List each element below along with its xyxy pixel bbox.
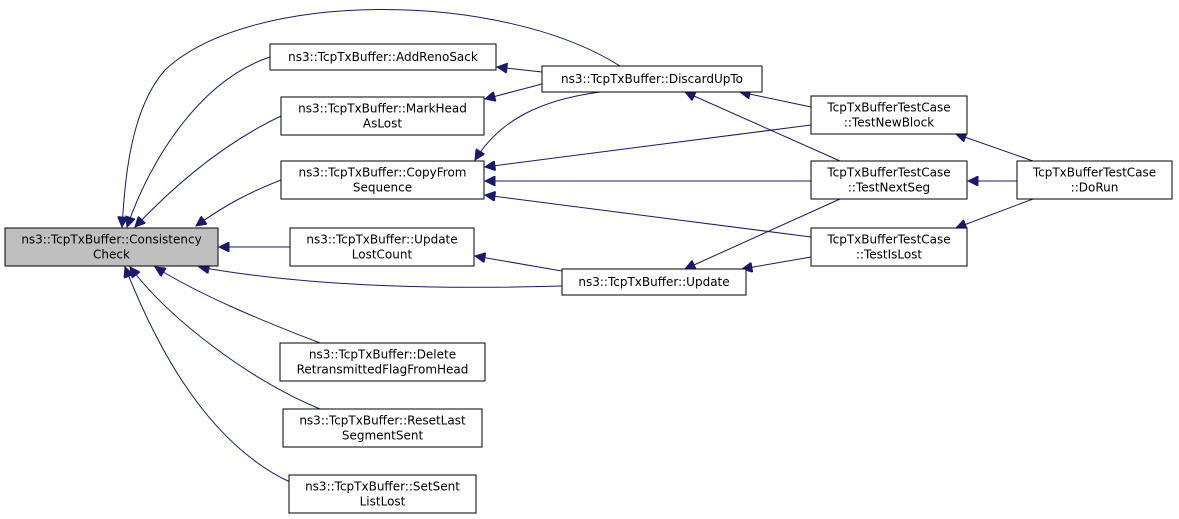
node-label-reset-last-segment-sent-line-0: ns3::TcpTxBuffer::ResetLast — [299, 414, 466, 428]
edge-test-next-seg-to-update — [685, 198, 841, 269]
node-box-consistency-check — [4, 227, 219, 267]
node-box-update — [561, 268, 747, 296]
node-label-test-new-block-line-1: ::TestNewBlock — [844, 116, 934, 130]
edge-test-next-seg-to-discard-up-to — [685, 92, 841, 162]
node-label-test-next-seg-line-0: TcpTxBufferTestCase — [826, 166, 950, 180]
node-test-new-block[interactable]: TcpTxBufferTestCase::TestNewBlock — [810, 95, 968, 135]
node-box-reset-last-segment-sent — [282, 408, 483, 448]
node-box-discard-up-to — [541, 65, 763, 93]
node-label-delete-retransmitted-flag-line-0: ns3::TcpTxBuffer::Delete — [309, 348, 456, 362]
node-discard-up-to[interactable]: ns3::TcpTxBuffer::DiscardUpTo — [541, 65, 763, 93]
edge-set-sent-list-lost-to-consistency-check — [125, 267, 291, 483]
node-box-set-sent-list-lost — [288, 474, 477, 514]
node-label-do-run-line-1: ::DoRun — [1071, 181, 1119, 195]
node-label-consistency-check-line-0: ns3::TcpTxBuffer::Consistency — [21, 233, 201, 247]
node-label-do-run-line-0: TcpTxBufferTestCase — [1032, 166, 1156, 180]
edge-test-new-block-to-discard-up-to — [740, 92, 812, 108]
node-label-update-lost-count-line-1: LostCount — [352, 248, 413, 262]
node-box-test-next-seg — [810, 160, 968, 200]
node-label-set-sent-list-lost-line-1: ListLost — [360, 495, 406, 509]
edge-update-to-update-lost-count — [475, 256, 563, 272]
node-label-set-sent-list-lost-line-0: ns3::TcpTxBuffer::SetSent — [305, 480, 460, 494]
node-label-delete-retransmitted-flag-line-1: RetransmittedFlagFromHead — [297, 363, 469, 377]
node-label-mark-head-as-lost-line-1: AsLost — [363, 117, 403, 131]
edge-do-run-to-test-new-block — [956, 134, 1034, 162]
edge-test-new-block-to-copy-from-sequence — [485, 124, 812, 167]
node-add-reno-sack[interactable]: ns3::TcpTxBuffer::AddRenoSack — [269, 43, 497, 71]
node-label-copy-from-sequence-line-1: Sequence — [353, 181, 412, 195]
node-label-test-is-lost-line-0: TcpTxBufferTestCase — [826, 233, 950, 247]
edge-discard-up-to-to-mark-head-as-lost — [485, 83, 543, 99]
edge-discard-up-to-to-add-reno-sack — [497, 67, 543, 72]
edge-copy-from-sequence-to-consistency-check — [196, 179, 282, 226]
node-box-do-run — [1016, 160, 1173, 200]
edge-delete-retransmitted-flag-to-consistency-check — [155, 267, 321, 344]
node-label-update-line-0: ns3::TcpTxBuffer::Update — [578, 275, 729, 289]
node-box-test-is-lost — [810, 227, 968, 267]
node-label-test-next-seg-line-1: ::TestNextSeg — [848, 181, 930, 195]
edge-do-run-to-test-is-lost — [956, 198, 1034, 228]
node-label-mark-head-as-lost-line-0: ns3::TcpTxBuffer::MarkHead — [298, 102, 467, 116]
node-test-is-lost[interactable]: TcpTxBufferTestCase::TestIsLost — [810, 227, 968, 267]
node-box-copy-from-sequence — [280, 160, 485, 200]
node-label-update-lost-count-line-0: ns3::TcpTxBuffer::Update — [306, 233, 457, 247]
edge-test-is-lost-to-copy-from-sequence — [485, 195, 812, 238]
node-update[interactable]: ns3::TcpTxBuffer::Update — [561, 268, 747, 296]
edge-test-is-lost-to-update — [742, 256, 812, 269]
edge-reset-last-segment-sent-to-consistency-check — [130, 267, 321, 410]
node-label-test-new-block-line-0: TcpTxBufferTestCase — [826, 101, 950, 115]
nodes-layer: ns3::TcpTxBuffer::ConsistencyCheckns3::T… — [4, 43, 1173, 514]
edge-discard-up-to-to-copy-from-sequence — [475, 91, 601, 160]
edge-add-reno-sack-to-consistency-check — [127, 56, 271, 227]
edge-mark-head-as-lost-to-consistency-check — [135, 115, 282, 227]
node-delete-retransmitted-flag[interactable]: ns3::TcpTxBuffer::DeleteRetransmittedFla… — [279, 342, 486, 382]
node-label-discard-up-to-line-0: ns3::TcpTxBuffer::DiscardUpTo — [561, 72, 743, 86]
edge-update-to-consistency-check — [199, 267, 563, 288]
edges-layer — [122, 9, 1034, 483]
node-label-reset-last-segment-sent-line-1: SegmentSent — [342, 429, 424, 443]
node-box-update-lost-count — [289, 227, 475, 267]
node-label-copy-from-sequence-line-0: ns3::TcpTxBuffer::CopyFrom — [299, 166, 467, 180]
node-box-test-new-block — [810, 95, 968, 135]
node-label-add-reno-sack-line-0: ns3::TcpTxBuffer::AddRenoSack — [288, 50, 478, 64]
node-label-consistency-check-line-1: Check — [93, 248, 130, 262]
node-do-run[interactable]: TcpTxBufferTestCase::DoRun — [1016, 160, 1173, 200]
node-box-mark-head-as-lost — [280, 96, 485, 136]
node-box-add-reno-sack — [269, 43, 497, 71]
node-box-delete-retransmitted-flag — [279, 342, 486, 382]
node-test-next-seg[interactable]: TcpTxBufferTestCase::TestNextSeg — [810, 160, 968, 200]
edge-discard-up-to-to-consistency-check — [122, 9, 621, 227]
node-label-test-is-lost-line-1: ::TestIsLost — [856, 248, 923, 262]
